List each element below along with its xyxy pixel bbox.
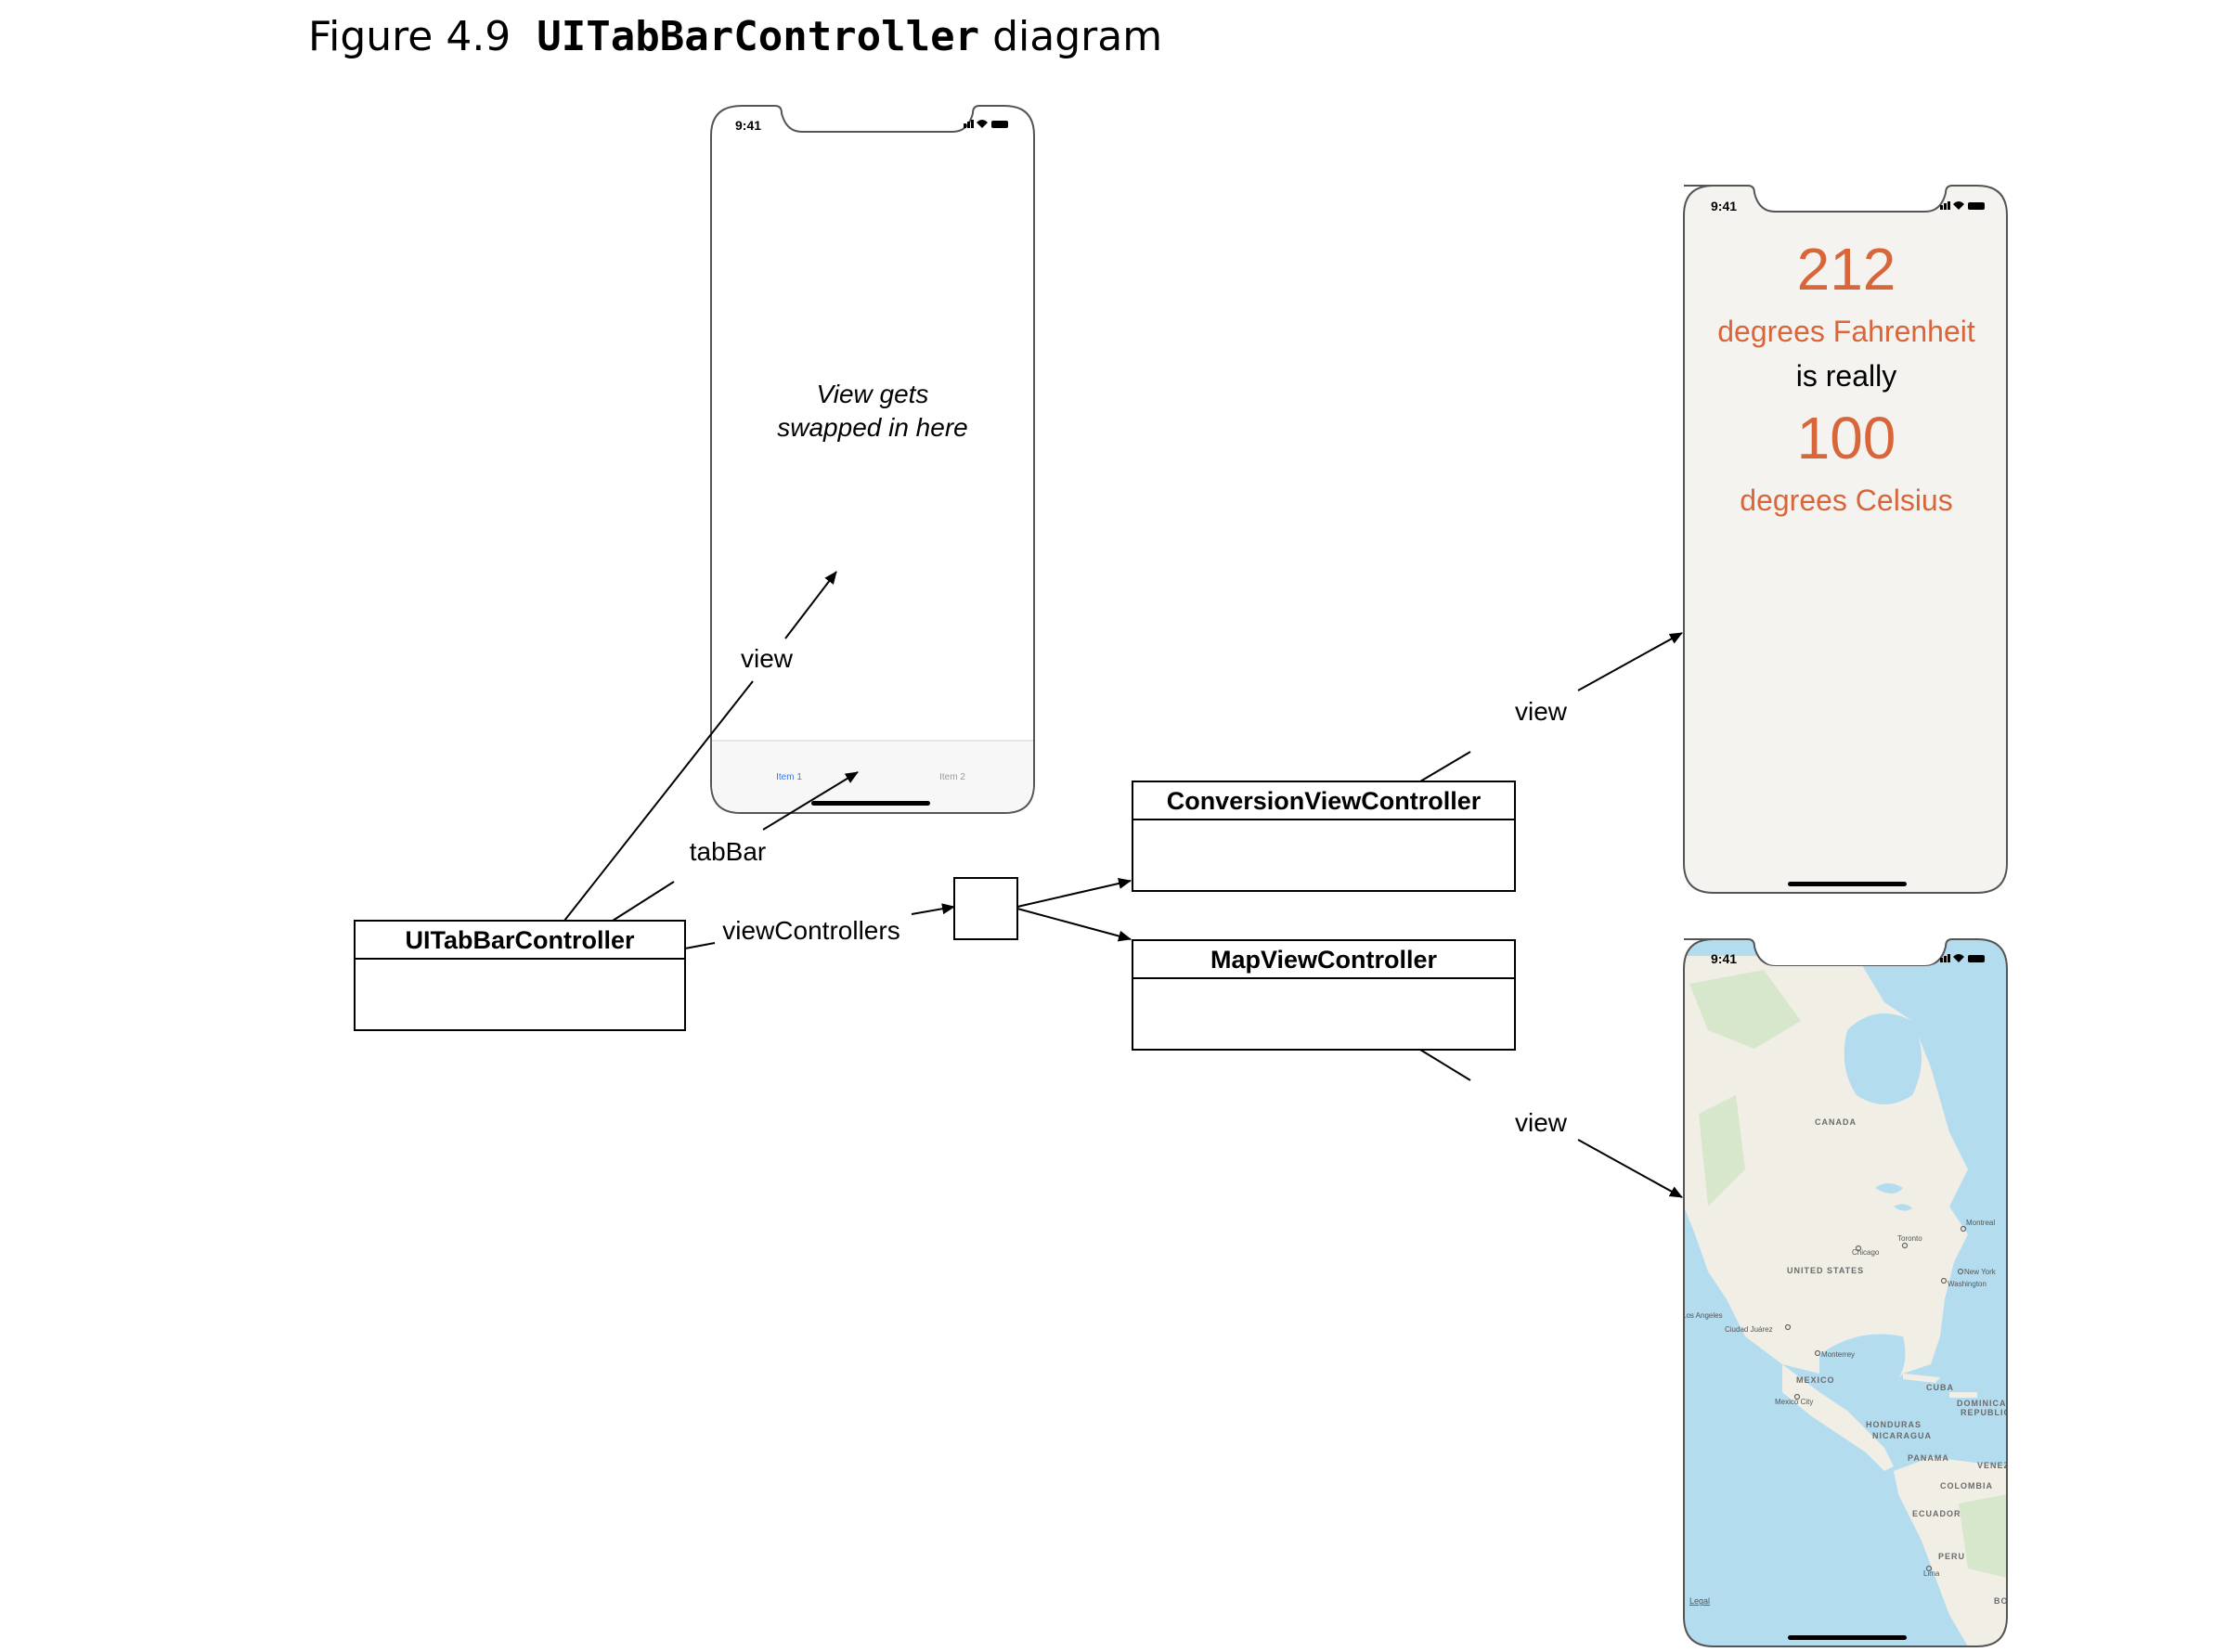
uitabbarcontroller-title: UITabBarController	[405, 926, 635, 954]
tab-item-1[interactable]: Item 1	[776, 772, 802, 782]
map-city-montreal: Montreal	[1966, 1219, 1995, 1227]
figure-code-title: UITabBarController	[537, 13, 980, 60]
label-tabbar: tabBar	[690, 837, 767, 866]
map-label-canada: CANADA	[1815, 1117, 1857, 1127]
map-phone: CANADA UNITED STATES MEXICO CUBA DOMINIC…	[1682, 938, 2013, 1647]
placeholder-line1: View gets	[817, 380, 929, 408]
fahrenheit-value: 212	[1797, 236, 1896, 303]
map-label-republic: REPUBLIC	[1961, 1408, 2011, 1417]
uitabbarcontroller-box: UITabBarController	[354, 920, 686, 1031]
map-legal-link[interactable]: Legal	[1689, 1596, 1710, 1606]
map-city-ciudad-juarez: Ciudad Juárez	[1725, 1325, 1773, 1334]
map-label-colombia: COLOMBIA	[1940, 1481, 1993, 1491]
figure-title-rest: diagram	[992, 13, 1163, 60]
conversion-phone: 9:41 212 degrees Fahrenheit is really 10…	[1683, 185, 2008, 894]
map-amazon-patch	[1959, 1494, 2007, 1578]
center-tab-bar	[712, 741, 1033, 812]
map-cities: Montreal Toronto Chicago New York Washin…	[1682, 1219, 1997, 1578]
label-viewcontrollers: viewControllers	[722, 916, 899, 945]
arrow-to-conversion	[1016, 878, 1132, 908]
map-city-mexico-city: Mexico City	[1775, 1398, 1813, 1406]
conversionviewcontroller-title: ConversionViewController	[1167, 787, 1482, 815]
map-forest-patch	[1689, 970, 1801, 1049]
center-home-indicator	[811, 801, 930, 806]
map-label-panama: PANAMA	[1908, 1453, 1949, 1463]
map-city-washington: Washington	[1948, 1280, 1987, 1288]
placeholder-line2: swapped in here	[777, 413, 967, 442]
map-land-central-america	[1782, 1364, 1894, 1471]
conversion-phone-frame	[1683, 185, 2008, 894]
figure-number: Figure 4.9	[308, 13, 511, 60]
map-label-venezuela: VENEZ	[1977, 1461, 2010, 1470]
conversion-status-icons	[1940, 201, 1985, 210]
figure-caption: Figure 4.9 UITabBarController diagram	[308, 13, 1162, 60]
map-city-chicago: Chicago	[1852, 1248, 1880, 1257]
tab-item-2[interactable]: Item 2	[939, 772, 965, 782]
map-label-ecuador: ECUADOR	[1912, 1509, 1961, 1518]
arrow-tabbar-seg1	[612, 881, 675, 922]
label-view-map: view	[1515, 1108, 1568, 1137]
mapviewcontroller-box: MapViewController	[1132, 939, 1516, 1051]
label-view-conversion: view	[1515, 697, 1568, 726]
conversion-home-indicator	[1788, 882, 1907, 886]
is-really-label: is really	[1796, 359, 1896, 393]
celsius-value: 100	[1797, 405, 1896, 471]
map-city-lima: Lima	[1923, 1569, 1940, 1578]
arrow-view-map-seg1	[1419, 1049, 1471, 1081]
fahrenheit-label: degrees Fahrenheit	[1717, 315, 1975, 348]
map-status-time: 9:41	[1711, 951, 1737, 966]
arrow-to-map	[1016, 908, 1132, 942]
conversion-status-time: 9:41	[1711, 199, 1737, 213]
label-view-main: view	[741, 644, 794, 673]
arrow-viewcontrollers-seg2	[911, 903, 955, 915]
map-city-dots	[1784, 1225, 1967, 1572]
map-forest-patch-2	[1699, 1095, 1745, 1207]
map-labels: CANADA UNITED STATES MEXICO CUBA DOMINIC…	[1787, 1117, 2013, 1606]
arrow-view-main-seg1	[563, 680, 754, 922]
celsius-label: degrees Celsius	[1740, 484, 1952, 517]
map-label-united-states: UNITED STATES	[1787, 1266, 1864, 1275]
map-hudson-bay	[1844, 1013, 1922, 1104]
arrow-view-main-seg2	[784, 571, 837, 639]
center-status-time: 9:41	[735, 118, 761, 133]
relationship-arrows	[563, 571, 1683, 1198]
map-label-honduras: HONDURAS	[1866, 1420, 1922, 1429]
arrow-viewcontrollers-seg1	[684, 942, 716, 949]
map-city-toronto: Toronto	[1897, 1234, 1922, 1243]
map-phone-frame	[1683, 938, 2008, 1647]
map-status-icons	[1940, 954, 1985, 962]
map-city-monterrey: Monterrey	[1821, 1350, 1855, 1359]
map-label-bolivia: BO	[1994, 1596, 2009, 1606]
center-status-icons	[964, 120, 1008, 128]
map-label-cuba: CUBA	[1926, 1383, 1954, 1392]
array-node	[953, 877, 1018, 940]
arrow-view-map-seg2	[1577, 1139, 1683, 1198]
center-phone-frame	[710, 105, 1035, 814]
mapviewcontroller-title: MapViewController	[1210, 946, 1438, 974]
relationship-labels: view tabBar viewControllers view view	[690, 644, 1568, 1137]
arrow-tabbar-seg2	[762, 771, 859, 831]
map-label-dominican: DOMINICAN	[1957, 1399, 2013, 1408]
conversionviewcontroller-box: ConversionViewController	[1132, 781, 1516, 892]
map-label-nicaragua: NICARAGUA	[1872, 1431, 1932, 1440]
arrow-view-conversion-seg2	[1577, 632, 1683, 691]
arrow-view-conversion-seg1	[1419, 751, 1471, 782]
map-great-lakes	[1875, 1183, 1912, 1211]
map-view[interactable]: CANADA UNITED STATES MEXICO CUBA DOMINIC…	[1682, 939, 2013, 1646]
map-home-indicator	[1788, 1635, 1907, 1640]
map-label-mexico: MEXICO	[1796, 1375, 1835, 1385]
map-city-new-york: New York	[1964, 1268, 1997, 1276]
map-gulf-of-mexico	[1819, 1334, 1906, 1396]
map-caribbean	[1903, 1374, 1977, 1398]
map-label-peru: PERU	[1938, 1552, 1965, 1561]
center-phone: 9:41 View gets swapped in here Item 1 It…	[710, 105, 1035, 814]
map-city-los-angeles: Los Angeles	[1682, 1311, 1723, 1320]
